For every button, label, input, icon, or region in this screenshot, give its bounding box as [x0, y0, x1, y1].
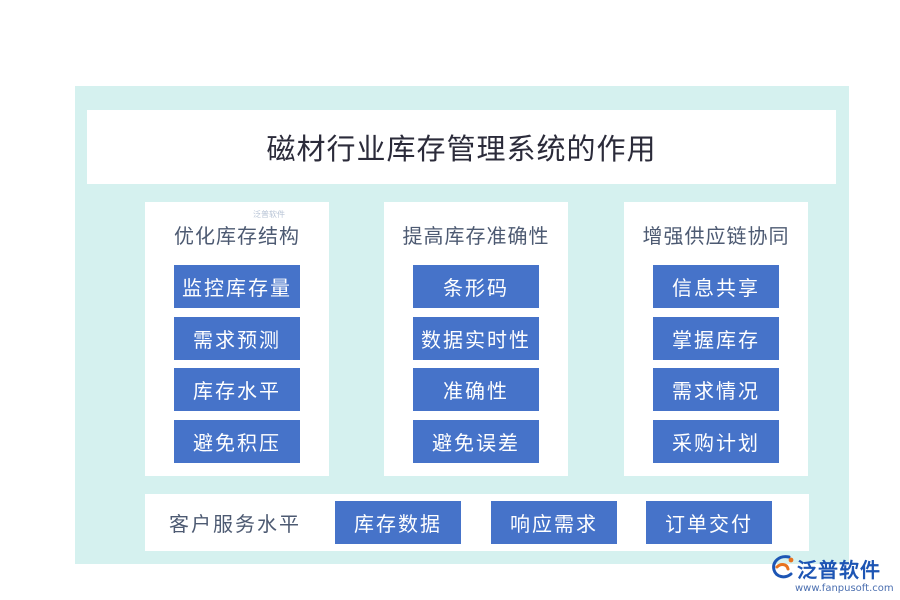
item-box: 响应需求: [491, 501, 617, 544]
item-box: 采购计划: [653, 420, 779, 463]
item-box: 避免积压: [174, 420, 300, 463]
diagram-title: 磁材行业库存管理系统的作用: [266, 132, 657, 166]
bottom-heading: 客户服务水平: [169, 512, 301, 536]
item-box: 信息共享: [653, 265, 779, 308]
title-box: 磁材行业库存管理系统的作用: [87, 110, 836, 184]
column-improve-accuracy: 提高库存准确性 条形码 数据实时性 准确性 避免误差: [384, 202, 568, 476]
item-box: 需求预测: [174, 317, 300, 360]
item-box: 订单交付: [646, 501, 772, 544]
watermark-mini: 泛普软件: [253, 210, 285, 219]
logo-name: 泛普软件: [797, 558, 881, 582]
item-box: 避免误差: [413, 420, 539, 463]
column-heading: 增强供应链协同: [642, 224, 790, 248]
column-optimize-structure: 优化库存结构 泛普软件 监控库存量 需求预测 库存水平 避免积压: [145, 202, 329, 476]
item-box: 监控库存量: [174, 265, 300, 308]
bottom-row-customer-service: 客户服务水平 库存数据 响应需求 订单交付: [145, 494, 809, 551]
item-box: 掌握库存: [653, 317, 779, 360]
logo-swirl-icon: [772, 555, 794, 579]
item-box: 库存数据: [335, 501, 461, 544]
item-box: 准确性: [413, 368, 539, 411]
item-box: 条形码: [413, 265, 539, 308]
column-heading: 优化库存结构: [174, 224, 300, 248]
item-box: 数据实时性: [413, 317, 539, 360]
column-supply-chain: 增强供应链协同 信息共享 掌握库存 需求情况 采购计划: [624, 202, 808, 476]
brand-logo: 泛普软件 www.fanpusoft.com: [769, 553, 897, 599]
column-heading: 提高库存准确性: [402, 224, 550, 248]
item-box: 需求情况: [653, 368, 779, 411]
item-box: 库存水平: [174, 368, 300, 411]
logo-url: www.fanpusoft.com: [795, 583, 894, 594]
